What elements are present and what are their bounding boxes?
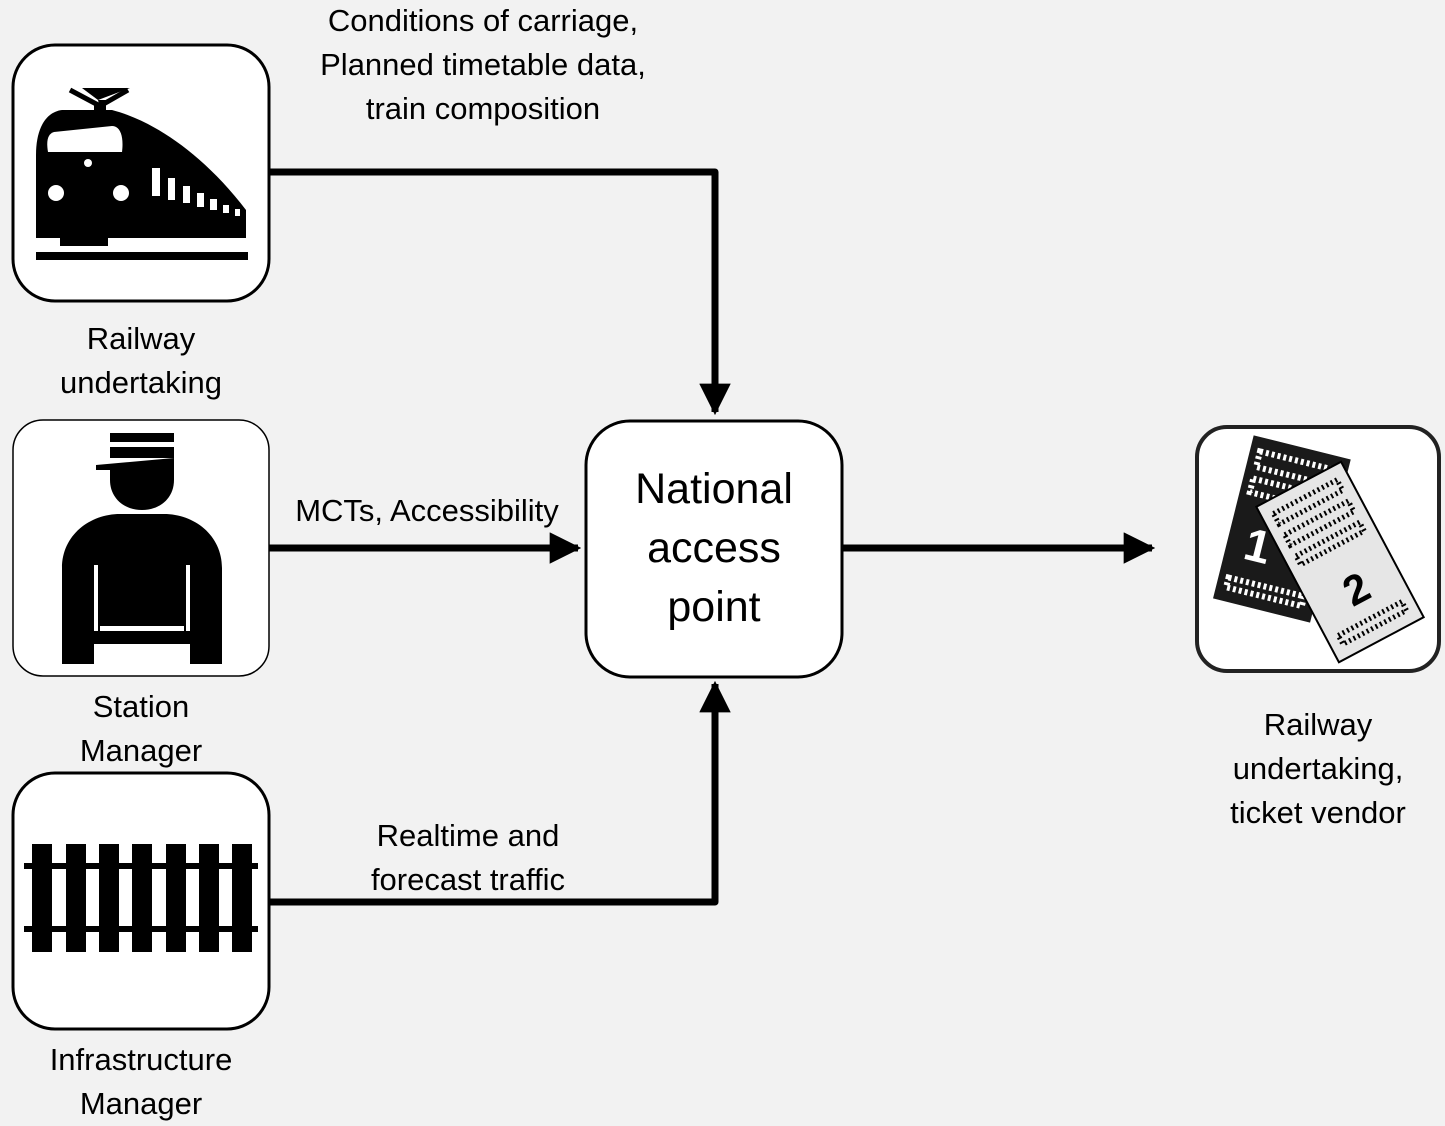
railway-undertaking-flow-label: Conditions of carriage, Planned timetabl…: [320, 3, 646, 126]
station-manager-label: Station Manager: [79, 689, 203, 768]
train-icon: [36, 87, 248, 260]
national-access-point-label: National access point: [635, 465, 793, 631]
connector-railway-undertaking-to-hub: [268, 168, 731, 416]
tickets-icon: 1 2: [1213, 435, 1426, 664]
infrastructure-manager-label: Infrastructure Manager: [49, 1042, 233, 1121]
railway-undertaking-label: Railway undertaking: [59, 321, 222, 400]
national-access-point-box: [584, 419, 844, 679]
consumer-label: Railway undertaking, ticket vendor: [1230, 707, 1406, 830]
infrastructure-manager-flow-label: Realtime and forecast traffic: [370, 818, 566, 897]
railway-track-icon: [24, 844, 258, 952]
station-manager-icon: [62, 433, 222, 664]
connector-infrastructure-manager-to-hub: [268, 680, 731, 906]
station-manager-flow-label: MCTs, Accessibility: [295, 493, 559, 528]
